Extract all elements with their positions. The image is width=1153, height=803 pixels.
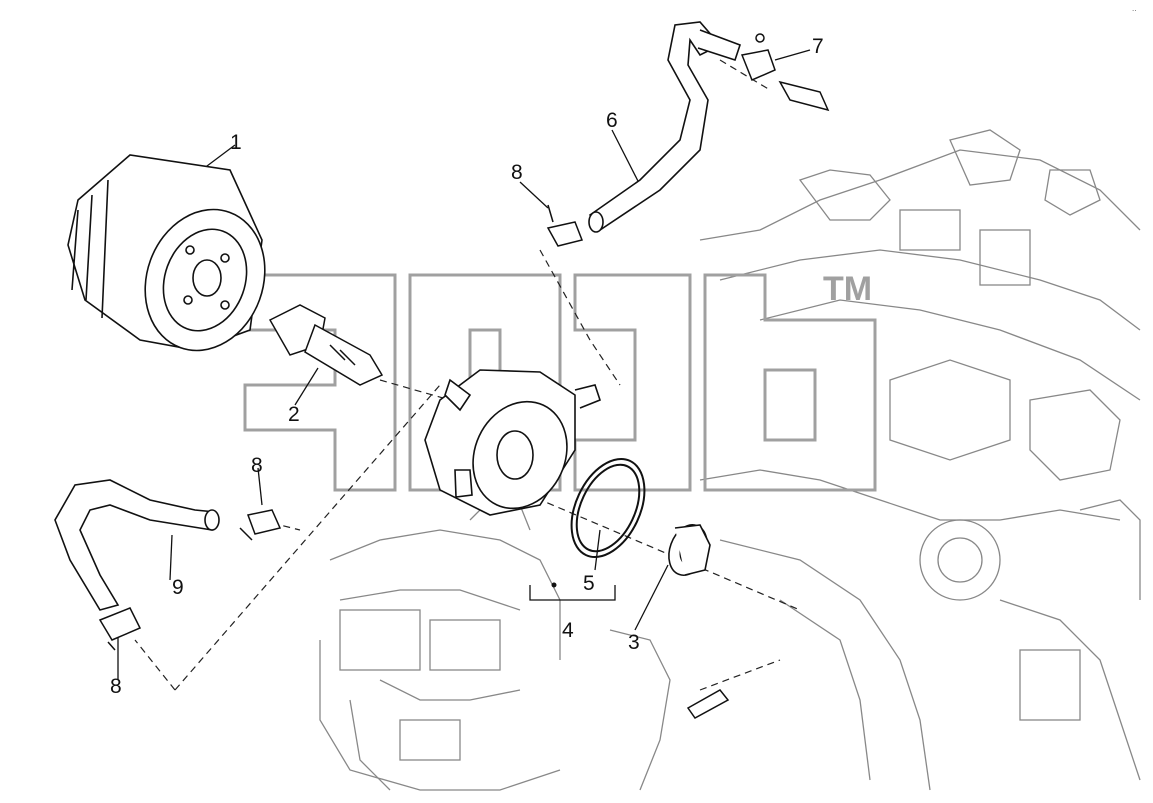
- callout-5: 5: [583, 572, 595, 595]
- callout-9: 9: [172, 576, 184, 599]
- callout-7: 7: [812, 35, 824, 58]
- upper-hose-part: [588, 21, 742, 233]
- corner-mark: ..: [1132, 4, 1137, 13]
- engine-background: [319, 129, 1141, 791]
- callout-3: 3: [628, 631, 640, 654]
- lower-hose-part: [54, 479, 220, 611]
- callout-8-upper: 8: [511, 161, 523, 184]
- hose-clamps: [98, 204, 584, 651]
- watermark-trademark: TM: [823, 270, 873, 308]
- callout-8-lower: 8: [110, 675, 122, 698]
- o-ring-part: [570, 457, 646, 559]
- callout-8-middle: 8: [251, 454, 263, 477]
- bolt-dot: [551, 582, 557, 588]
- assembly-lines: [134, 59, 801, 691]
- callout-1: 1: [230, 131, 242, 154]
- dowel-pin-part: [686, 689, 730, 719]
- threaded-bolt-part: [268, 304, 384, 386]
- oil-cooler-part: [424, 369, 601, 516]
- callout-4: 4: [562, 619, 574, 642]
- callout-6: 6: [606, 109, 618, 132]
- seal-part: [668, 524, 711, 576]
- oil-filter-part: [67, 154, 266, 352]
- callout-2: 2: [288, 403, 300, 426]
- hose-fitting-part: [740, 33, 830, 112]
